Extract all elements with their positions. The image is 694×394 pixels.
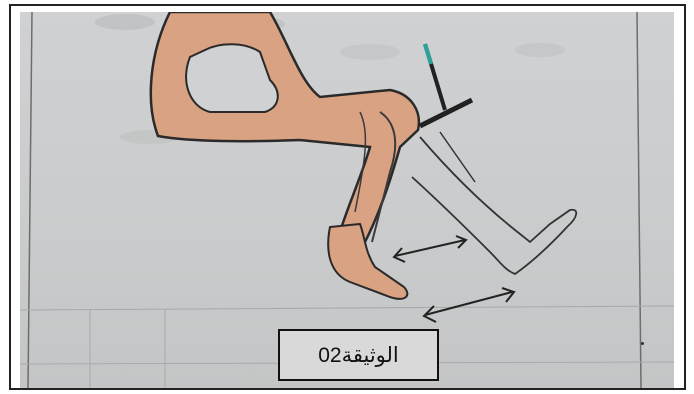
pen-dot [641, 342, 644, 345]
movement-arrow-1 [394, 236, 466, 262]
table-rule [20, 306, 674, 310]
movement-arrow-2 [424, 288, 514, 322]
page-right-rule [637, 12, 641, 388]
hammer-head [420, 100, 472, 126]
page-left-rule [28, 12, 32, 388]
extended-leg [412, 137, 576, 274]
document-caption: الوثيقة02 [278, 329, 439, 381]
caption-text: الوثيقة02 [318, 343, 399, 368]
